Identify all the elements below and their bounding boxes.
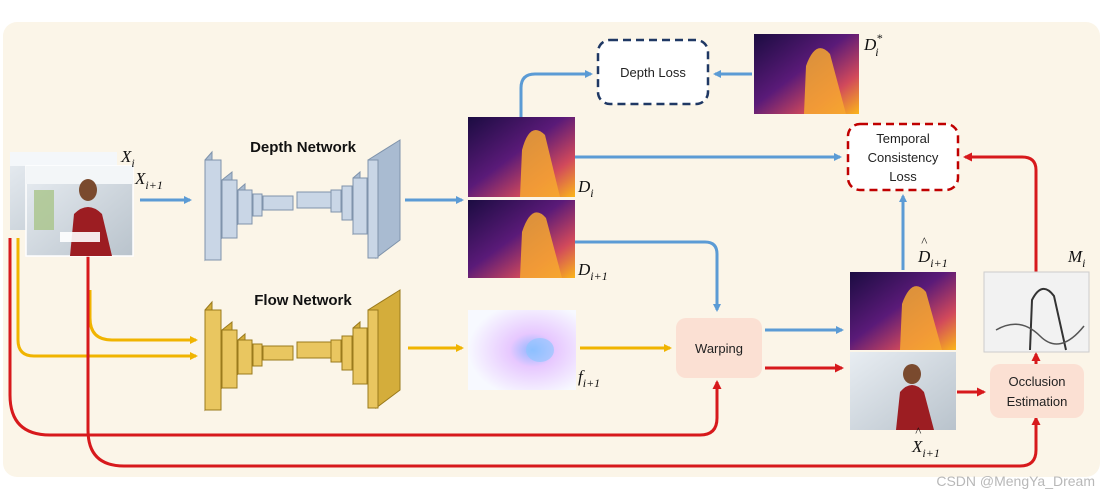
arrow-red-x-to-warping [8, 238, 722, 437]
flow-network-label: Flow Network [254, 292, 352, 309]
symbol-d-hat: Di+1 [917, 247, 948, 270]
symbol-x-i1: Xi+1 [134, 169, 163, 192]
flow-network [204, 289, 401, 412]
symbol-d-hat-accent: ^ [921, 234, 928, 249]
arrow-yellow-1 [88, 290, 198, 344]
depth-loss-label: Depth Loss [620, 65, 686, 80]
warping-label: Warping [695, 341, 743, 356]
temporal-loss-label-2: Consistency [868, 150, 939, 165]
watermark: CSDN @MengYa_Dream [936, 473, 1095, 489]
temporal-loss-label-1: Temporal [876, 131, 930, 146]
symbol-d-star: D*i [863, 31, 882, 59]
warping-box: Warping [676, 318, 762, 378]
temporal-loss-box: Temporal Consistency Loss [846, 122, 960, 192]
input-frame-image [25, 165, 134, 257]
depth-map-image [468, 200, 575, 278]
symbol-m-i: Mi [1067, 247, 1086, 270]
temporal-loss-label-3: Loss [889, 169, 917, 184]
depth-map-image [468, 117, 575, 197]
depth-loss-box: Depth Loss [596, 38, 710, 106]
symbol-x-hat: Xi+1 [911, 437, 940, 460]
occlusion-label-2: Estimation [1007, 394, 1068, 409]
depth-network-label: Depth Network [250, 139, 357, 156]
arrow-di1-to-warping [575, 240, 721, 312]
symbol-d-i1: Di+1 [577, 260, 608, 283]
arrow-mask-to-temporal [963, 152, 1038, 272]
symbol-f-i1: fi+1 [578, 367, 600, 390]
arrow-yellow-2 [16, 238, 198, 360]
input-frame-image [850, 352, 956, 430]
depth-network [204, 139, 401, 262]
arrow-depthmap-to-depthloss [519, 70, 593, 117]
symbol-x-hat-accent: ^ [915, 424, 922, 439]
depth-map-image [754, 34, 859, 114]
symbol-d-i: Di [577, 177, 594, 200]
occlusion-mask-image [983, 271, 1090, 353]
optical-flow-image [468, 310, 576, 390]
occlusion-box: Occlusion Estimation [990, 364, 1084, 418]
occlusion-label-1: Occlusion [1008, 374, 1065, 389]
arrows [8, 70, 1041, 468]
arrow-red-x-to-occlusion [86, 255, 1041, 468]
depth-map-image [850, 272, 956, 350]
symbol-x-i: Xi [120, 147, 135, 170]
input-frames [10, 152, 134, 257]
